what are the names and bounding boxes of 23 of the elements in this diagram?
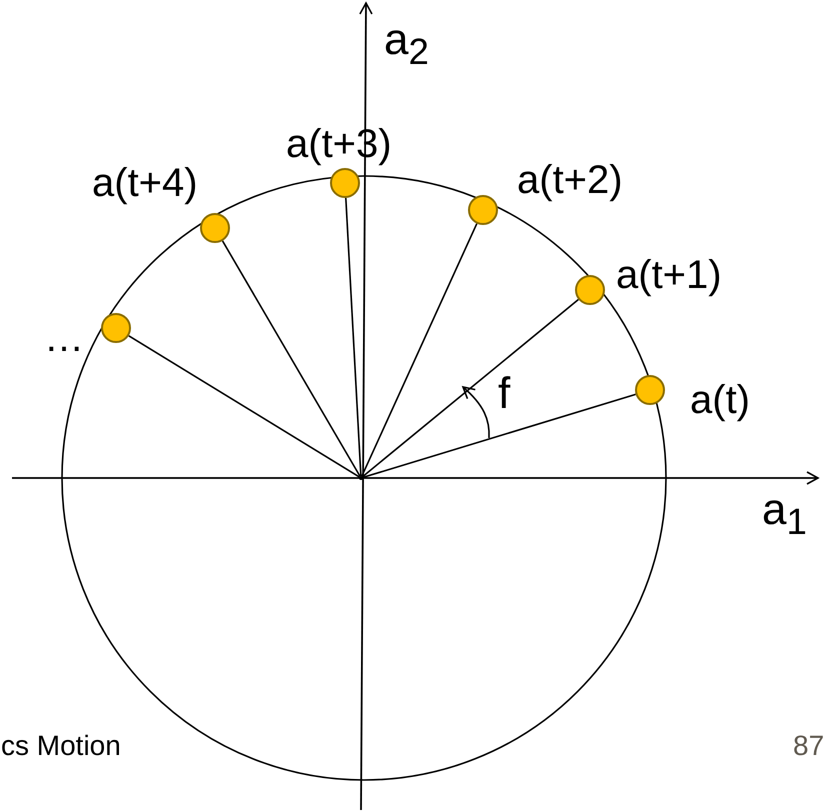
radius-line [222,240,361,477]
point-label: a(t) [690,380,750,420]
radius-line [361,223,478,477]
axis-label: a$_{1}$ [762,488,807,540]
point-label: a(t+4) [92,163,198,203]
radius-line [362,298,579,478]
point-marker [468,195,498,225]
angle-label: f [498,372,510,416]
point-marker [635,375,665,405]
page-number: 87 [793,732,824,760]
point-marker [330,168,360,198]
point-marker [200,213,230,243]
radius-line [362,394,636,478]
origin-point [359,476,363,480]
radius-line [345,198,362,476]
radius-line [128,335,360,478]
axis-label: a$_{2}$ [384,18,429,70]
footer-text: cs Motion [1,732,121,760]
point-label: a(t+1) [616,255,722,295]
point-label: a(t+2) [517,160,623,200]
point-label: … [44,318,84,358]
point-marker [101,313,131,343]
point-marker [575,275,605,305]
